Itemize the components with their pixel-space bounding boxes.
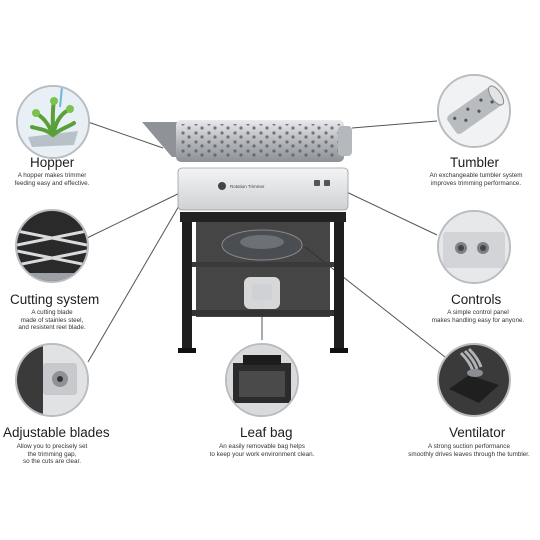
adjustable-detail-image (15, 343, 89, 417)
cutting-detail-image (15, 209, 89, 283)
controls-title: Controls (451, 292, 502, 307)
plant-in-hopper-icon (18, 87, 88, 157)
brand-logo-icon (218, 182, 226, 190)
cutting-blade-icon (17, 211, 87, 281)
brand-label: Rotation Trimmer (230, 184, 265, 189)
leader-line-hopper (87, 121, 164, 149)
tumbler-title: Tumbler (450, 155, 500, 170)
leader-line-adjustable (87, 198, 184, 363)
cutting-title: Cutting system (10, 292, 100, 307)
leader-line-tumbler (351, 120, 438, 129)
stand-leg-right (334, 222, 344, 350)
leafbag-detail-image (225, 343, 299, 417)
adjustable-title: Adjustable blades (3, 425, 110, 440)
adjustable-blade-icon (17, 345, 87, 415)
ventilator-icon (439, 345, 509, 415)
hopper-detail-image (16, 85, 90, 159)
control-panel-icon (439, 212, 509, 282)
stand-leg-left (182, 222, 192, 350)
controls-detail-image (437, 210, 511, 284)
hopper-title: Hopper (30, 155, 75, 170)
leafbag-title: Leaf bag (240, 425, 293, 440)
tumbler-detail-image (437, 74, 511, 148)
machine-housing (177, 167, 349, 211)
control-knob (314, 180, 320, 186)
control-knob (324, 180, 330, 186)
leader-line-controls (335, 186, 438, 236)
leader-line-cutting (86, 189, 187, 239)
stand-top (180, 212, 346, 222)
ventilator-title: Ventilator (449, 425, 506, 440)
tumbler-drum-icon (439, 76, 509, 146)
leaf-bag-icon (227, 345, 297, 415)
ventilator-detail-image (437, 343, 511, 417)
trimmer-machine-illustration: Rotation Trimmer (142, 120, 352, 353)
